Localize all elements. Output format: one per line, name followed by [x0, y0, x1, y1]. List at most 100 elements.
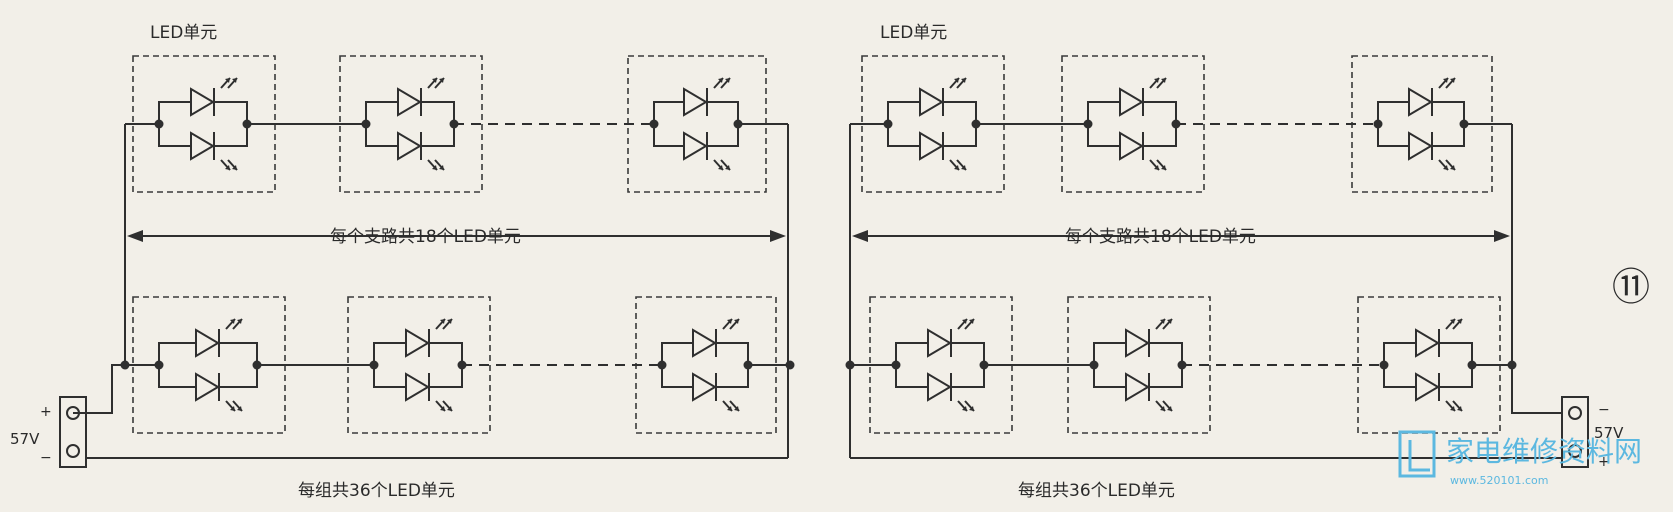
emission-arrow-head	[439, 78, 444, 83]
unit-top-rail	[653, 101, 739, 124]
right-span-label: 每个支路共18个LED单元	[1065, 227, 1256, 247]
emission-arrow-head	[1450, 319, 1455, 324]
emission-arrow-head	[440, 406, 445, 411]
figure-number: ⑪	[1612, 265, 1650, 309]
led-diode-icon	[397, 87, 422, 117]
unit-bottom-rail	[887, 124, 977, 147]
emission-arrow-head	[1443, 78, 1448, 83]
led-diode-icon	[405, 372, 430, 402]
right-plus-sign: +	[1598, 454, 1610, 470]
unit-bottom-rail	[158, 365, 258, 388]
led-diode-icon	[190, 131, 215, 161]
led-diode-icon	[1408, 87, 1433, 117]
unit-top-rail	[1383, 342, 1473, 365]
emission-arrow-head	[439, 165, 444, 170]
unit-bottom-rail	[1377, 124, 1465, 147]
right-span-arrow-left-head	[852, 230, 868, 242]
left-group-label: 每组共36个LED单元	[298, 481, 455, 501]
emission-arrow-head	[962, 406, 967, 411]
unit-bottom-rail	[895, 365, 985, 388]
unit-bottom-rail	[1383, 365, 1473, 388]
unit-top-rail	[158, 101, 248, 124]
emission-arrow-head	[969, 319, 974, 324]
emission-arrow-head	[440, 319, 445, 324]
led-diode-icon	[1415, 372, 1440, 402]
emission-arrow-head	[1457, 319, 1462, 324]
branch-end-node	[785, 360, 795, 370]
led-diode-icon	[692, 328, 717, 358]
led-diode-icon	[919, 87, 944, 117]
emission-arrow-head	[432, 165, 437, 170]
emission-arrow-head	[225, 165, 230, 170]
led-diode-icon	[1119, 131, 1144, 161]
emission-arrow-head	[718, 78, 723, 83]
emission-arrow-head	[1160, 319, 1165, 324]
left-span-arrow-right-head	[770, 230, 786, 242]
unit-bottom-rail	[653, 124, 739, 147]
emission-arrow-head	[1457, 406, 1462, 411]
right-unit-label: LED单元	[880, 23, 947, 43]
emission-arrow-head	[1161, 165, 1166, 170]
emission-arrow-head	[961, 78, 966, 83]
unit-top-rail	[895, 342, 985, 365]
led-unit-box	[1061, 55, 1205, 193]
left-unit-label: LED单元	[150, 23, 217, 43]
right-span-arrow-right-head	[1494, 230, 1510, 242]
led-diode-icon	[1119, 87, 1144, 117]
unit-left-node	[1379, 360, 1389, 370]
watermark-name: 家电维修资料网	[1446, 435, 1642, 468]
emission-arrow-head	[1450, 78, 1455, 83]
emission-arrow-head	[1167, 406, 1172, 411]
unit-top-rail	[1377, 101, 1465, 124]
led-unit-box	[339, 55, 483, 193]
emission-arrow-head	[1154, 165, 1159, 170]
led-diode-icon	[692, 372, 717, 402]
emission-arrow-head	[232, 78, 237, 83]
unit-bottom-rail	[661, 365, 749, 388]
left-power-connector-terminal-bottom	[66, 444, 80, 458]
led-diode-icon	[190, 87, 215, 117]
right-power-connector	[1561, 396, 1589, 468]
emission-arrow-head	[1450, 165, 1455, 170]
emission-arrow-head	[961, 165, 966, 170]
emission-arrow-head	[725, 78, 730, 83]
watermark-logo-icon	[1398, 430, 1436, 478]
led-diode-icon	[927, 328, 952, 358]
right-plus-lead	[1511, 365, 1562, 414]
emission-arrow-head	[962, 319, 967, 324]
emission-arrow-head	[230, 406, 235, 411]
unit-bottom-rail	[158, 124, 248, 147]
left-plus-lead	[73, 364, 125, 414]
emission-arrow-head	[725, 165, 730, 170]
emission-arrow-head	[1450, 406, 1455, 411]
led-diode-icon	[683, 131, 708, 161]
emission-arrow-head	[969, 406, 974, 411]
led-diode-icon	[1125, 372, 1150, 402]
unit-top-rail	[1087, 101, 1177, 124]
emission-arrow-head	[1154, 78, 1159, 83]
left-voltage-label: 57V	[10, 430, 40, 448]
emission-arrow-head	[232, 165, 237, 170]
emission-arrow-head	[954, 165, 959, 170]
unit-top-rail	[887, 101, 977, 124]
led-diode-icon	[195, 372, 220, 402]
unit-top-rail	[661, 342, 749, 365]
led-diode-icon	[919, 131, 944, 161]
unit-top-rail	[365, 101, 455, 124]
unit-left-node	[657, 360, 667, 370]
emission-arrow-head	[225, 78, 230, 83]
unit-top-rail	[158, 342, 258, 365]
emission-arrow-head	[447, 319, 452, 324]
led-diode-icon	[683, 87, 708, 117]
watermark: 家电维修资料网 www.520101.com	[1398, 430, 1642, 487]
led-unit-box	[347, 296, 491, 434]
emission-arrow-head	[1160, 406, 1165, 411]
unit-bottom-rail	[365, 124, 455, 147]
unit-left-node	[649, 119, 659, 129]
left-power-connector	[59, 396, 87, 468]
led-diode-icon	[927, 372, 952, 402]
led-diode-icon	[405, 328, 430, 358]
led-diode-icon	[1415, 328, 1440, 358]
emission-arrow-head	[432, 78, 437, 83]
